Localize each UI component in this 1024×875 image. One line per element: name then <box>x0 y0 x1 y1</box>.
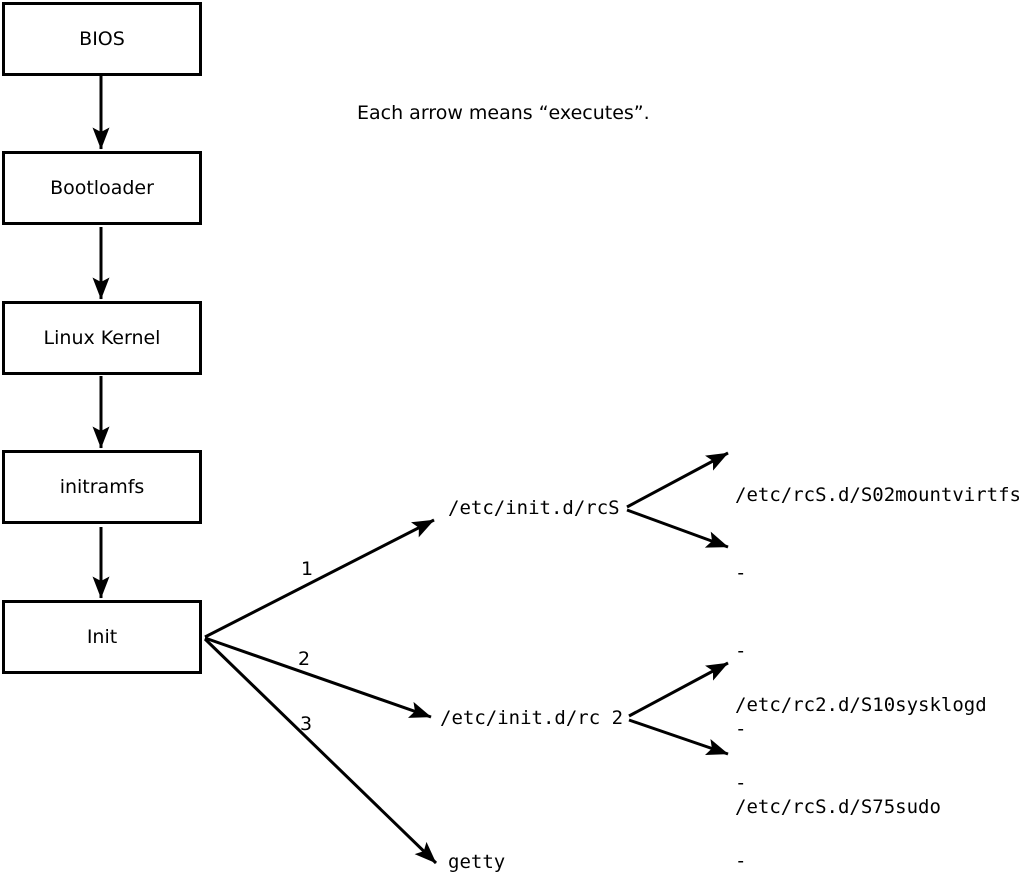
arrow-init-to-rcs <box>204 518 435 639</box>
rcs-children-list: /etc/rcS.d/S02mountvirtfs - - - /etc/rcS… <box>735 430 1021 872</box>
node-label: Linux Kernel <box>43 327 161 349</box>
list-item: - <box>735 718 747 740</box>
node-rc2-script: /etc/init.d/rc 2 <box>440 707 624 729</box>
list-item: /etc/rc2.d/S10sysklogd <box>735 694 987 716</box>
arrow-order-label-3: 3 <box>300 713 313 735</box>
list-item: - <box>735 772 747 794</box>
list-item: /etc/rcS.d/S75sudo <box>735 796 941 818</box>
node-label: Init <box>86 626 118 648</box>
node-label: initramfs <box>59 476 145 498</box>
arrow-init-to-getty <box>203 637 438 865</box>
node-label: BIOS <box>79 28 125 50</box>
arrow-rc2-to-last <box>628 718 729 756</box>
arrow-init-to-rc2 <box>204 636 432 719</box>
arrow-rcs-to-first <box>626 451 729 509</box>
arrow-rcs-to-last <box>626 508 729 549</box>
list-item: - <box>735 562 747 584</box>
list-item: - <box>735 640 747 662</box>
node-getty: getty <box>448 851 506 873</box>
node-initramfs: initramfs <box>2 450 202 524</box>
arrow-order-label-2: 2 <box>298 648 311 670</box>
node-bios: BIOS <box>2 2 202 76</box>
list-item: - <box>735 850 747 872</box>
node-bootloader: Bootloader <box>2 151 202 225</box>
rc2-children-list: /etc/rc2.d/S10sysklogd - - - /etc/rc2.d/… <box>735 640 987 875</box>
legend-text: Each arrow means “executes”. <box>357 102 650 124</box>
node-linux-kernel: Linux Kernel <box>2 301 202 375</box>
node-init: Init <box>2 600 202 674</box>
list-item: /etc/rcS.d/S02mountvirtfs <box>735 484 1021 506</box>
arrow-rc2-to-first <box>628 661 729 718</box>
node-rcs-script: /etc/init.d/rcS <box>448 497 620 519</box>
node-label: Bootloader <box>50 177 154 199</box>
arrow-order-label-1: 1 <box>301 558 314 580</box>
